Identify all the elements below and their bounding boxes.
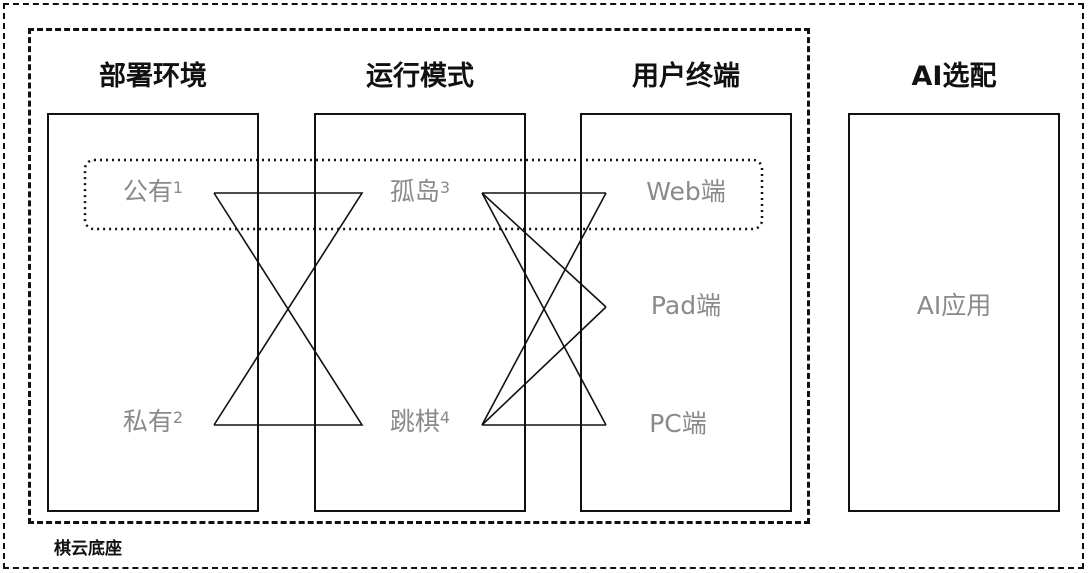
run-mode-heading: 运行模式 bbox=[366, 61, 474, 92]
link-public-island bbox=[213, 192, 364, 426]
node-public-label: 公有 bbox=[122, 177, 173, 206]
deployment-heading: 部署环境 bbox=[99, 61, 207, 92]
node-web: Web端 bbox=[646, 177, 726, 206]
node-private-label: 私有 bbox=[122, 407, 173, 436]
node-pad: Pad端 bbox=[650, 291, 722, 320]
link-private-chess bbox=[213, 192, 364, 426]
node-public: 公有1 bbox=[53, 176, 253, 208]
node-chess: 跳棋4 bbox=[320, 406, 520, 438]
node-public-note: 1 bbox=[172, 178, 184, 197]
terminal-heading: 用户终端 bbox=[632, 61, 740, 92]
node-private-note: 2 bbox=[172, 408, 184, 427]
node-ai-app: AI应用 bbox=[916, 291, 992, 320]
node-chess-label: 跳棋 bbox=[389, 407, 440, 436]
node-island-note: 3 bbox=[439, 178, 451, 197]
node-island: 孤岛3 bbox=[320, 176, 520, 208]
node-island-label: 孤岛 bbox=[389, 177, 440, 206]
link-chess-pad bbox=[481, 306, 607, 426]
terminal-column-box bbox=[580, 113, 792, 512]
core-modules-frame bbox=[28, 28, 810, 524]
node-chess-note: 4 bbox=[439, 408, 451, 427]
link-chess-web bbox=[481, 192, 607, 426]
ai-heading: AI选配 bbox=[911, 61, 997, 92]
link-island-pad bbox=[481, 192, 607, 308]
node-pc: PC端 bbox=[649, 409, 707, 438]
deployment-column-box bbox=[47, 113, 259, 512]
run-mode-column-box bbox=[314, 113, 526, 512]
node-private: 私有2 bbox=[53, 406, 253, 438]
ai-column-box bbox=[848, 113, 1060, 512]
platform-frame bbox=[3, 3, 1084, 569]
platform-label: 棋云底座 bbox=[54, 539, 122, 559]
